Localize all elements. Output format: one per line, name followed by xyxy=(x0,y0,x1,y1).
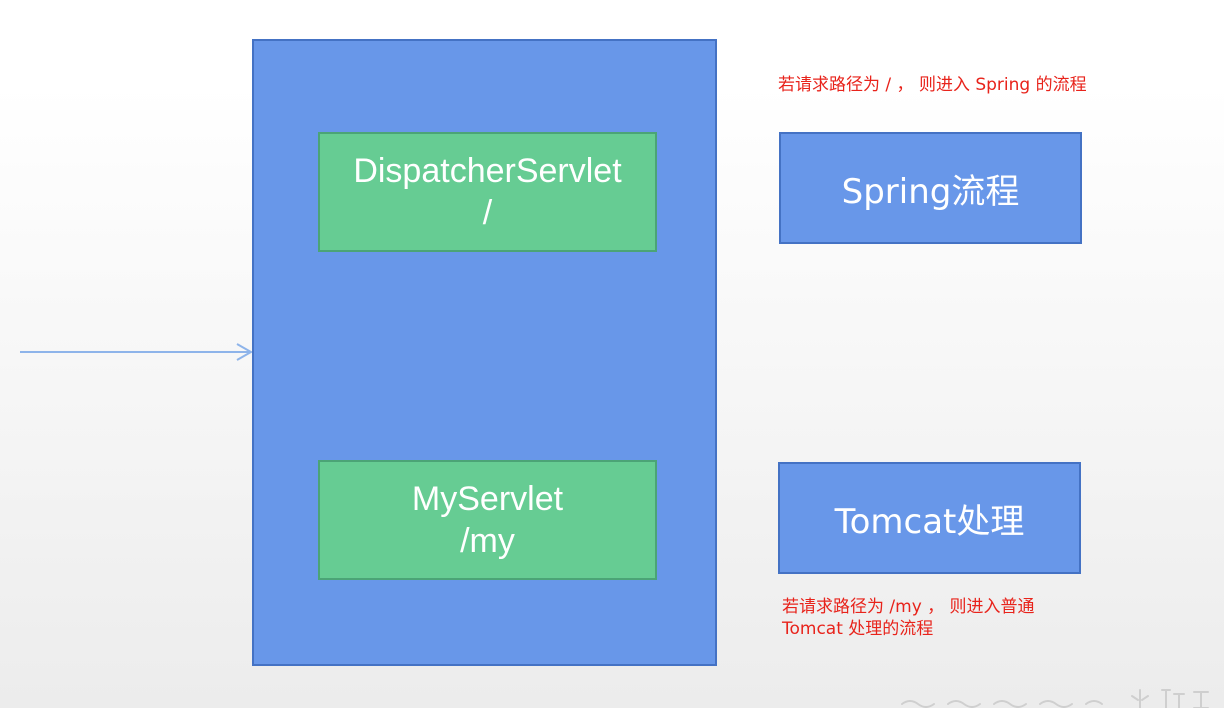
request-arrow xyxy=(20,343,254,361)
spring-flow-label: Spring流程 xyxy=(841,171,1020,212)
spring-route-note: 若请求路径为 / ， 则进入 Spring 的流程 xyxy=(778,75,1087,95)
tomcat-flow-box: Tomcat处理 xyxy=(778,462,1081,574)
my-servlet-mapping: /my xyxy=(460,522,515,560)
tomcat-route-note: 若请求路径为 /my ， 则进入普通 Tomcat 处理的流程 xyxy=(782,596,1035,640)
dispatcher-servlet-name: DispatcherServlet xyxy=(353,152,622,190)
watermark-logo xyxy=(901,689,1209,708)
dispatcher-servlet-box: DispatcherServlet / xyxy=(318,132,657,252)
my-servlet-box: MyServlet /my xyxy=(318,460,657,580)
dispatcher-servlet-mapping: / xyxy=(482,194,493,232)
servlet-container: DispatcherServlet / MyServlet /my xyxy=(252,39,717,666)
my-servlet-name: MyServlet xyxy=(411,480,564,518)
tomcat-flow-label: Tomcat处理 xyxy=(834,501,1025,542)
spring-flow-box: Spring流程 xyxy=(779,132,1082,244)
tomcat-route-note-line1: 若请求路径为 /my ， 则进入普通 xyxy=(782,597,1035,617)
tomcat-route-note-line2: Tomcat 处理的流程 xyxy=(782,619,934,639)
